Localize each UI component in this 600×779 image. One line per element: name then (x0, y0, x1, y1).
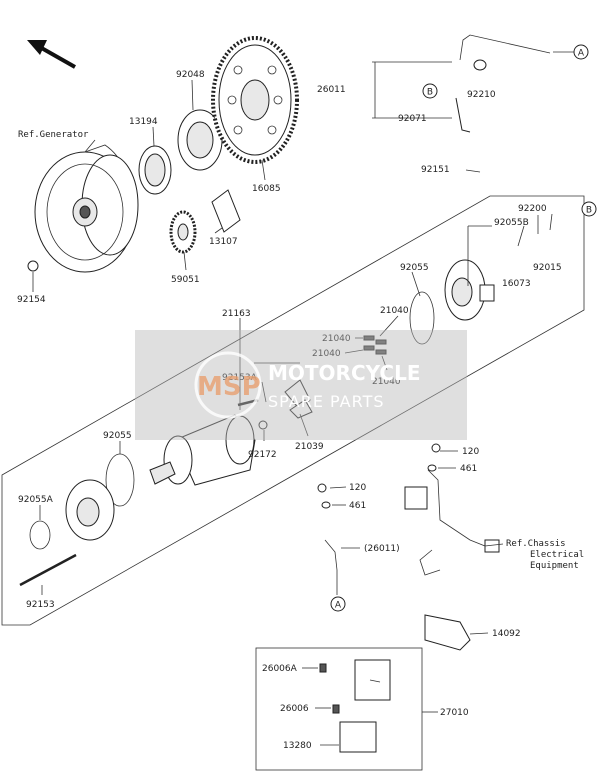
label-21040-c: 21040 (312, 349, 341, 359)
callout-b-top: B (422, 83, 438, 99)
label-16073: 16073 (502, 279, 531, 289)
svg-text:A: A (335, 601, 342, 611)
label-92015: 92015 (533, 263, 562, 273)
label-92055a: 92055A (18, 495, 54, 505)
starter-clutch-gear (211, 36, 299, 164)
clutch-housing (177, 109, 223, 171)
brush-holder (284, 379, 313, 419)
label-461-right: 461 (460, 464, 477, 474)
screw-92172 (258, 420, 268, 430)
label-92048: 92048 (176, 70, 205, 80)
label-26011: 26011 (317, 85, 346, 95)
label-13280: 13280 (283, 741, 312, 751)
label-26011-paren: (26011) (364, 544, 400, 554)
leader-lines (32, 61, 553, 746)
bolt-92154 (27, 260, 39, 272)
label-ref-chassis-2: Electrical (530, 550, 584, 560)
o-ring-right (409, 291, 435, 345)
svg-text:B: B (427, 88, 433, 98)
label-27010: 27010 (440, 708, 469, 718)
generator-rotor (34, 144, 139, 273)
label-21039: 21039 (295, 442, 324, 452)
callout-b-right: B (581, 201, 597, 217)
label-13194: 13194 (129, 117, 158, 127)
starter-outline (1, 195, 585, 626)
label-16085: 16085 (252, 184, 281, 194)
label-92172: 92172 (248, 450, 277, 460)
label-92154: 92154 (17, 295, 46, 305)
bolt-120-a (317, 483, 327, 493)
label-120-left: 120 (349, 483, 366, 493)
relay-box (354, 659, 391, 701)
brushes (363, 335, 387, 355)
washer-461-b (427, 464, 437, 472)
svg-text:A: A (578, 49, 585, 59)
callout-a-bottom: A (330, 596, 346, 612)
label-21163: 21163 (222, 309, 251, 319)
svg-text:SPARE PARTS: SPARE PARTS (268, 392, 385, 411)
label-92153a: 92153A (222, 373, 258, 383)
svg-text:MOTORCYCLE: MOTORCYCLE (268, 361, 420, 385)
label-92200: 92200 (518, 204, 547, 214)
label-92153: 92153 (26, 600, 55, 610)
front-arrow-icon (27, 40, 76, 69)
label-120-right: 120 (462, 447, 479, 457)
label-26006a: 26006A (262, 664, 298, 674)
label-92055b: 92055B (494, 218, 529, 228)
label-13107: 13107 (209, 237, 238, 247)
relay-bracket-box (255, 647, 423, 771)
fuse-a (319, 663, 327, 673)
watermark: MSP MOTORCYCLE SPARE PARTS (135, 330, 467, 440)
starter-cable-top (455, 34, 574, 133)
label-92151: 92151 (421, 165, 450, 175)
label-92055-left: 92055 (103, 431, 132, 441)
front-cover (65, 479, 115, 541)
washer-461-a (321, 501, 331, 509)
label-92071: 92071 (398, 114, 427, 124)
label-21040-d: 21040 (372, 377, 401, 387)
label-ref-generator: Ref.Generator (18, 130, 89, 140)
label-92055-top: 92055 (400, 263, 429, 273)
one-way-clutch (138, 145, 172, 195)
fuse-b (332, 704, 340, 714)
label-59051: 59051 (171, 275, 200, 285)
label-92210: 92210 (467, 90, 496, 100)
label-21040-a: 21040 (322, 334, 351, 344)
label-461-left: 461 (349, 501, 366, 511)
idler-shaft (211, 189, 241, 233)
label-14092: 14092 (492, 629, 521, 639)
long-bolt (19, 553, 77, 587)
oil-seal (29, 520, 51, 550)
label-ref-chassis-1: Ref.Chassis (506, 539, 566, 549)
label-26006: 26006 (280, 704, 309, 714)
label-ref-chassis-3: Equipment (530, 561, 579, 571)
svg-text:MSP: MSP (197, 372, 261, 402)
rear-cover (444, 259, 495, 321)
svg-text:B: B (586, 206, 592, 216)
bolt-120-b (431, 443, 441, 453)
relay-cover (424, 614, 471, 651)
chassis-cable (404, 469, 500, 576)
starter-yoke (149, 414, 256, 486)
idler-gear (169, 210, 197, 254)
relay-holder (339, 721, 377, 753)
relay-cable-26011 (324, 539, 338, 595)
callout-a-top: A (573, 44, 589, 60)
label-21040-b: 21040 (380, 306, 409, 316)
